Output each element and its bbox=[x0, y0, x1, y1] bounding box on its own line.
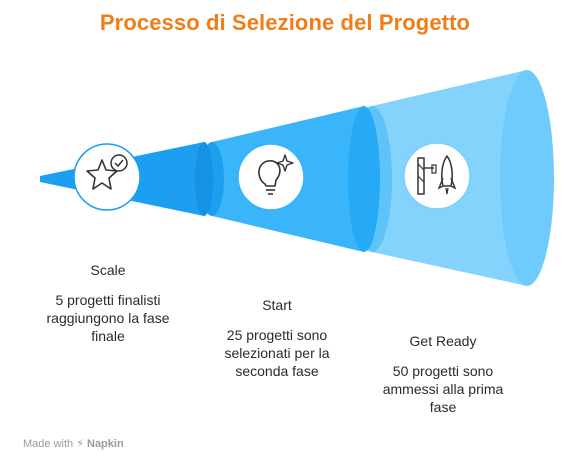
stage-scale: Scale 5 progetti finalisti raggiungono l… bbox=[33, 261, 183, 345]
stage-title: Scale bbox=[90, 262, 126, 278]
stage-title: Get Ready bbox=[409, 333, 477, 349]
brand-name: Napkin bbox=[87, 438, 124, 450]
made-with-credit: Made with ⚡ Napkin bbox=[23, 437, 124, 450]
stage-description: 5 progetti finalisti raggiungono la fase… bbox=[46, 292, 170, 344]
page-title: Processo di Selezione del Progetto bbox=[99, 10, 471, 35]
stage-description: 50 progetti sono ammessi alla prima fase bbox=[382, 363, 504, 415]
star-check-icon bbox=[73, 143, 141, 211]
lightbulb-sparkle-icon bbox=[237, 143, 305, 211]
stage-title: Start bbox=[262, 297, 292, 313]
stage-get-ready: Get Ready 50 progetti sono ammessi alla … bbox=[368, 332, 518, 416]
napkin-logo-icon: ⚡ bbox=[76, 438, 84, 450]
made-with-text: Made with bbox=[23, 438, 74, 450]
stage-start: Start 25 progetti sono selezionati per l… bbox=[202, 296, 352, 380]
stage-description: 25 progetti sono selezionati per la seco… bbox=[224, 327, 330, 379]
launchpad-rocket-icon bbox=[403, 142, 471, 210]
